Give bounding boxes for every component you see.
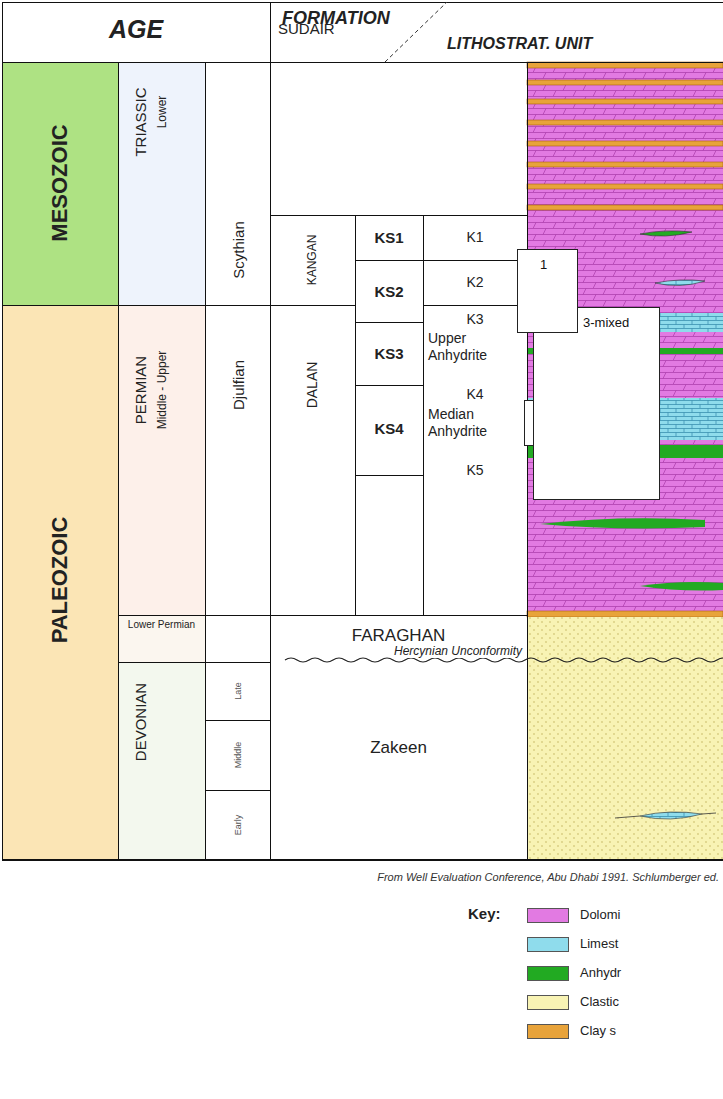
legend-swatch bbox=[527, 995, 569, 1010]
legend-text: Dolomi bbox=[580, 907, 620, 922]
table-label: K3 bbox=[423, 311, 527, 328]
rotated-label: TRIASSIC bbox=[133, 87, 148, 156]
rotated-label: Lower bbox=[156, 96, 168, 129]
table-label: SUDAIR bbox=[278, 20, 478, 38]
legend-text: Clay s bbox=[580, 1023, 616, 1038]
legend-swatch bbox=[527, 1024, 569, 1039]
rotated-label: PALEOZOIC bbox=[49, 517, 71, 644]
table-label: LITHOSTRAT. UNIT bbox=[447, 34, 719, 53]
source-caption: From Well Evaluation Conference, Abu Dha… bbox=[377, 871, 719, 884]
table-label: Key: bbox=[468, 905, 518, 923]
table-label: K2 bbox=[423, 274, 527, 291]
table-label: K4 bbox=[423, 386, 527, 403]
overlay-box: 1 bbox=[517, 249, 578, 333]
rotated-label: MESOZOIC bbox=[49, 124, 71, 241]
legend-swatch bbox=[527, 908, 569, 923]
legend-text: Limest bbox=[580, 936, 618, 951]
rotated-label: Scythian bbox=[231, 221, 246, 279]
rotated-label: Early bbox=[234, 815, 243, 836]
legend-swatch bbox=[527, 937, 569, 952]
table-label: K5 bbox=[423, 462, 527, 479]
box-label: 1 bbox=[540, 257, 547, 272]
rotated-label: PERMIAN bbox=[133, 356, 148, 424]
table-label: K1 bbox=[423, 229, 527, 246]
table-label: Upper Anhydrite bbox=[428, 330, 524, 364]
rotated-label: Djulfian bbox=[231, 360, 246, 410]
rotated-label: KANGAN bbox=[306, 235, 318, 286]
table-label: Lower Permian bbox=[120, 619, 203, 631]
table-label: KS2 bbox=[355, 283, 423, 301]
table-label: KS4 bbox=[355, 420, 423, 438]
table-label: Median Anhydrite bbox=[428, 406, 524, 440]
table-label: KS3 bbox=[355, 345, 423, 363]
rotated-label: Middle - Upper bbox=[156, 351, 168, 430]
legend-text: Anhydr bbox=[580, 965, 621, 980]
overlay-box: 3-mixed bbox=[533, 307, 660, 500]
table-label: KS1 bbox=[355, 229, 423, 247]
table-label: Zakeen bbox=[270, 738, 527, 758]
rotated-label: DALAN bbox=[305, 362, 319, 409]
legend-text: Clastic bbox=[580, 994, 619, 1009]
rotated-label: Late bbox=[234, 682, 243, 700]
rotated-label: DEVONIAN bbox=[133, 683, 148, 761]
box-label: 3-mixed bbox=[583, 315, 629, 330]
table-label: AGE bbox=[2, 14, 270, 44]
rotated-label: Middle bbox=[234, 742, 243, 769]
legend-swatch bbox=[527, 966, 569, 981]
table-label: Hercynian Unconformity bbox=[392, 644, 524, 658]
